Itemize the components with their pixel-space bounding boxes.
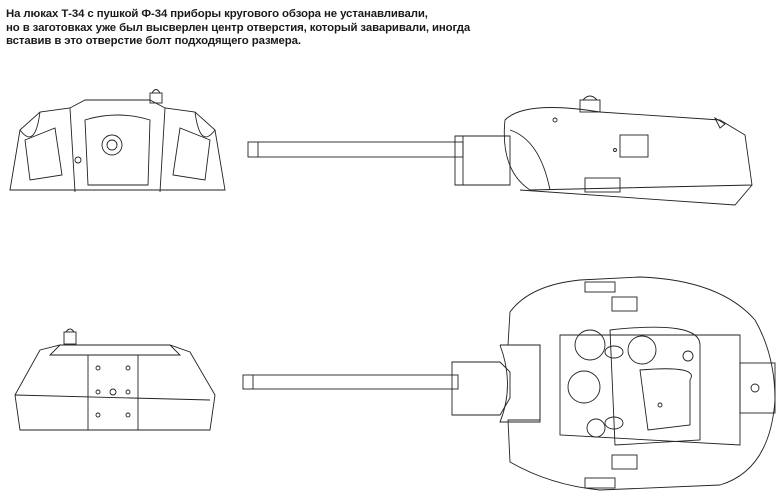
caption-line-1: На люках Т-34 с пушкой Ф-34 приборы круг… — [6, 8, 428, 20]
caption-line-3: вставив в это отверстие болт подходящего… — [6, 35, 301, 48]
turret-side-view — [247, 95, 753, 206]
caption-text: На люках Т-34 с пушкой Ф-34 приборы круг… — [6, 8, 476, 49]
turret-rear-view — [14, 328, 216, 431]
turret-front-view — [9, 89, 226, 193]
caption-line-2: но в заготовках уже был высверлен центр … — [6, 21, 471, 34]
turret-top-view — [242, 276, 776, 491]
